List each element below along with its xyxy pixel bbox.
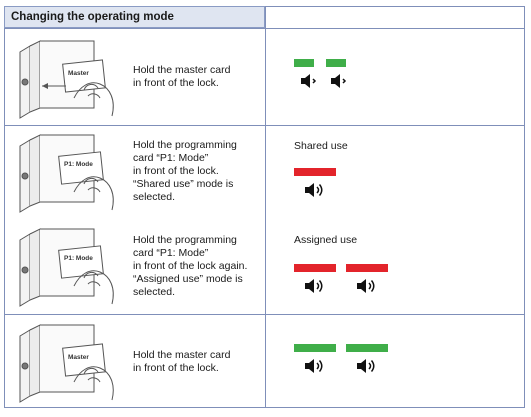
speaker-long-icon <box>305 279 323 293</box>
mode-label: Assigned use <box>294 234 358 246</box>
table-header: Changing the operating mode <box>4 6 265 28</box>
instruction-text: Hold the programming card “P1: Mode” in … <box>133 139 237 203</box>
mode-label: Shared use <box>294 140 348 152</box>
lock-illustration: P1: Mode <box>19 134 114 213</box>
card-label: Master <box>68 70 89 77</box>
speaker-long-icon <box>357 359 375 373</box>
table-title: Changing the operating mode <box>11 11 174 23</box>
led-bar-red <box>294 168 336 176</box>
led-bar-red <box>346 264 388 272</box>
speaker-short-icon <box>301 74 317 88</box>
card-label: Master <box>68 354 89 361</box>
speaker-long-icon <box>305 359 323 373</box>
card-label: P1: Mode <box>64 161 93 168</box>
lock-illustration: Master <box>19 324 114 403</box>
card-label: P1: Mode <box>64 255 93 262</box>
led-bar-green <box>294 344 336 352</box>
instruction-text: Hold the master card in front of the loc… <box>133 349 231 374</box>
led-bar-red <box>294 264 336 272</box>
speaker-short-icon <box>331 74 347 88</box>
led-bar-green <box>346 344 388 352</box>
speaker-long-icon <box>305 183 323 197</box>
speaker-long-icon <box>357 279 375 293</box>
lock-illustration: P1: Mode <box>19 228 114 307</box>
led-bar-green <box>326 59 346 67</box>
lock-illustration: Master <box>19 40 114 119</box>
instruction-text: Hold the master card in front of the loc… <box>133 64 231 89</box>
instruction-text: Hold the programming card “P1: Mode” in … <box>133 234 248 298</box>
led-bar-green <box>294 59 314 67</box>
